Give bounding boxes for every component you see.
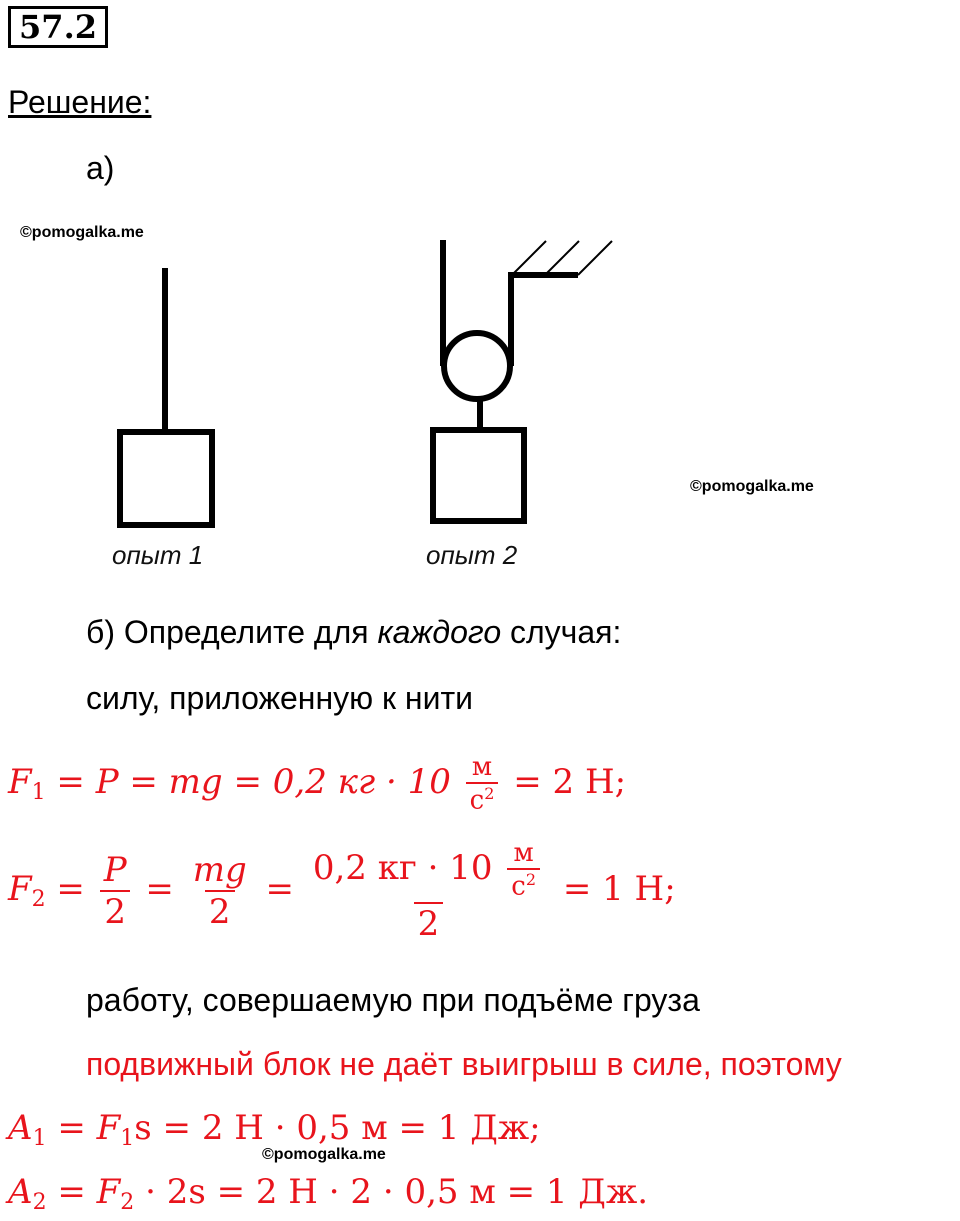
pulley-note: подвижный блок не даёт выигрыш в силе, п… xyxy=(86,1046,842,1082)
weight-2 xyxy=(430,427,527,524)
force-line: силу, приложенную к нити xyxy=(86,680,473,716)
part-a-label: а) xyxy=(86,150,115,186)
experiment-1-figure xyxy=(117,268,215,528)
pulley-diagram xyxy=(117,240,613,528)
experiment-2-figure xyxy=(430,240,578,524)
watermark-bottom: ©pomogalka.me xyxy=(262,1146,386,1163)
problem-number: 57.2 xyxy=(8,6,108,48)
hatch-marks xyxy=(511,240,613,276)
formula-a2: A2 = F2 · 2s = 2 Н · 2 · 0,5 м = 1 Дж. xyxy=(8,1172,649,1215)
watermark-right: ©pomogalka.me xyxy=(690,478,814,495)
formula-a1: A1 = F1s = 2 Н · 0,5 м = 1 Дж; xyxy=(8,1108,541,1151)
work-line: работу, совершаемую при подъёме груза xyxy=(86,982,700,1018)
solution-heading: Решение: xyxy=(8,84,152,120)
part-b-text: б) Определите для каждого случая: xyxy=(86,614,622,650)
watermark-top: ©pomogalka.me xyxy=(20,224,144,241)
movable-pulley xyxy=(441,330,513,402)
weight-1 xyxy=(117,429,215,528)
caption-experiment-1: опыт 1 xyxy=(112,540,204,570)
caption-experiment-2: опыт 2 xyxy=(426,540,518,570)
